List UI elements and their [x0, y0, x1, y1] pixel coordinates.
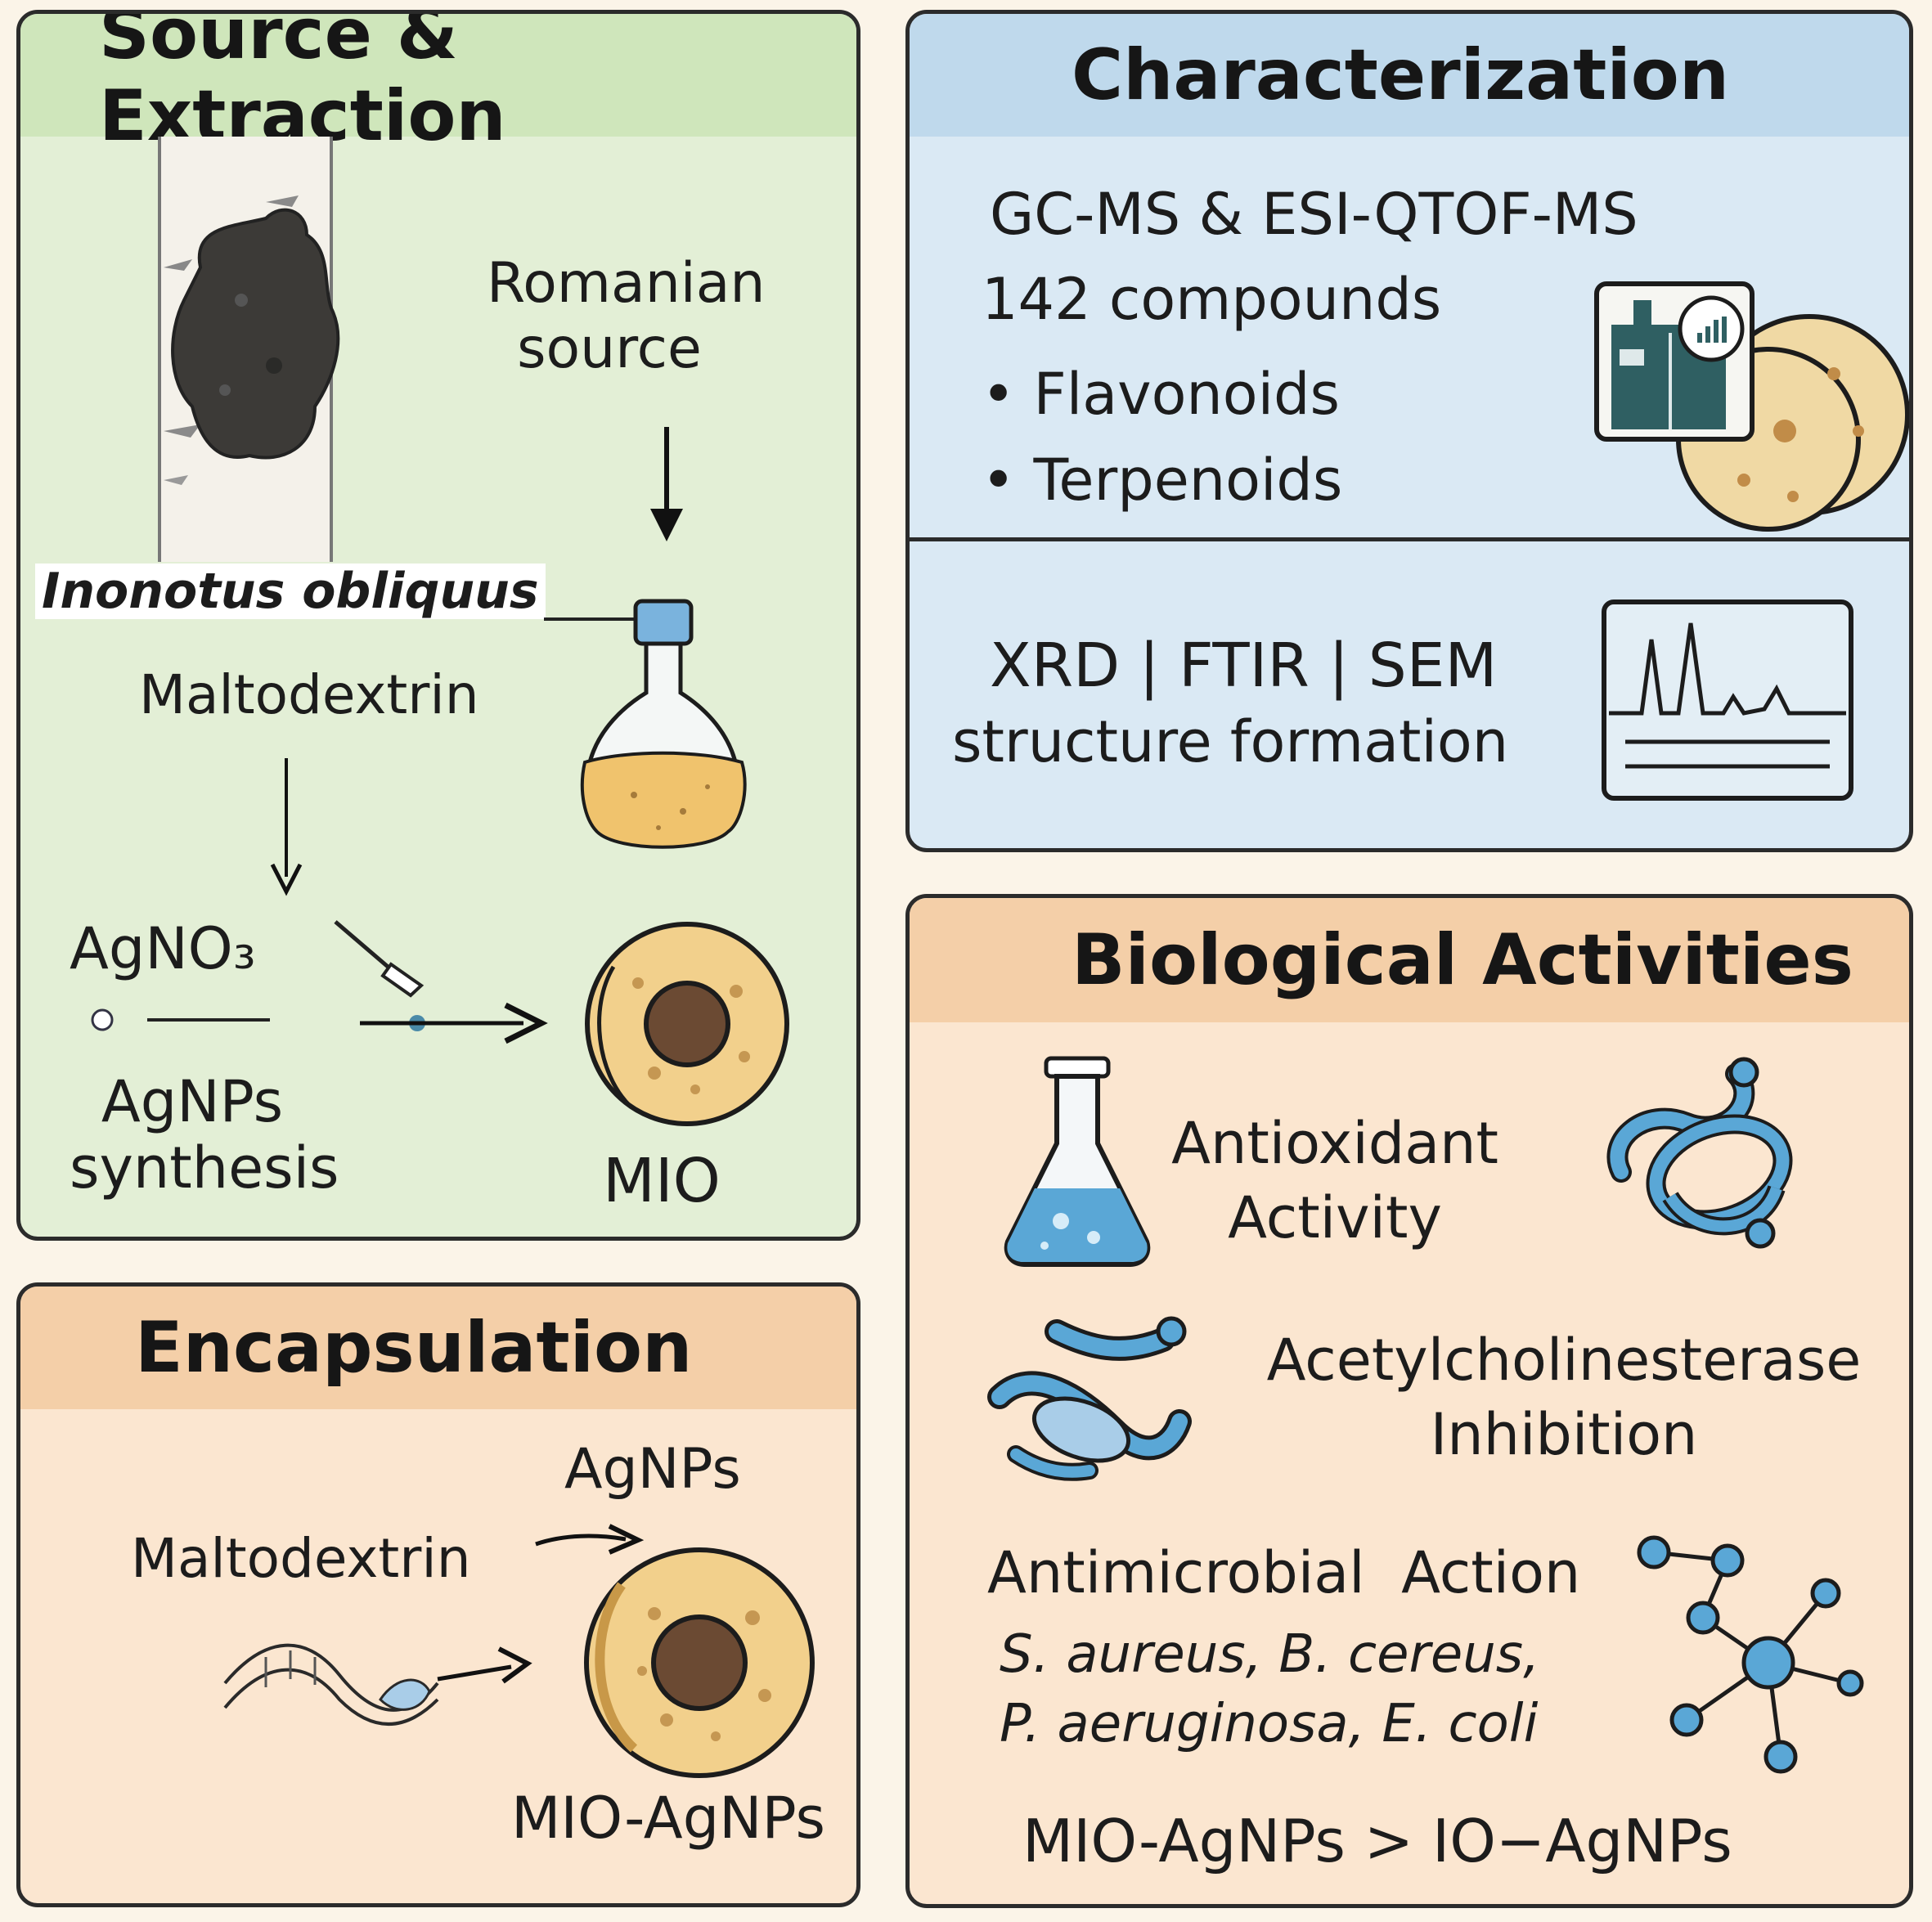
encapsulation-header: Encapsulation — [20, 1287, 856, 1409]
acetylcholinesterase-label: Acetylcholinesterase Inhibition — [1266, 1327, 1862, 1468]
characterization-panel: Characterization GC-MS & ESI-QTOF-MS 142… — [905, 10, 1913, 852]
mio-agnps-label: MIO-AgNPs — [511, 1785, 825, 1852]
agnps-synthesis-label: AgNPs synthesis — [70, 1068, 339, 1201]
encapsulation-panel: Encapsulation AgNPs Maltodextrin MIO-AgN… — [16, 1282, 860, 1907]
agnps-arrow — [535, 1524, 645, 1555]
method-label: GC-MS & ESI-QTOF-MS — [990, 181, 1638, 248]
characterization-divider — [910, 537, 1909, 541]
mio-agnps-particle-icon — [584, 1547, 815, 1778]
biological-activities-panel: Biological Activities Antioxidant Activi… — [905, 894, 1913, 1908]
encapsulation-maltodextrin-label: Maltodextrin — [131, 1527, 471, 1590]
source-extraction-header: Source & Extraction — [20, 14, 856, 157]
romanian-source-label: Romanian source — [487, 251, 766, 382]
mio-particle-icon — [585, 922, 789, 1126]
microbes-line-2: P. aeruginosa, E. coli — [1000, 1694, 1539, 1754]
mio-label: MIO — [603, 1146, 721, 1216]
encapsulation-agnps-label: AgNPs — [564, 1437, 741, 1502]
encapsulation-title: Encapsulation — [135, 1307, 693, 1389]
characterization-title: Characterization — [1072, 34, 1730, 116]
bullet-flavonoids: • Flavonoids — [982, 361, 1340, 428]
maltodextrin-label: Maltodextrin — [139, 663, 479, 726]
biological-activities-title: Biological Activities — [1072, 919, 1853, 1001]
enzyme-icon — [987, 1316, 1192, 1481]
dna-strand-icon — [223, 1643, 532, 1726]
techniques-label: XRD | FTIR | SEM — [990, 631, 1498, 701]
molecule-network-icon — [1637, 1535, 1864, 1774]
species-connector-line — [544, 617, 650, 621]
antioxidant-label: Antioxidant Activity — [1171, 1110, 1498, 1251]
species-label: Inonotus obliquus — [35, 564, 546, 619]
compounds-count: 142 compounds — [982, 266, 1442, 333]
biological-activities-header: Biological Activities — [910, 898, 1909, 1022]
mass-spec-instrument-icon — [1594, 281, 1909, 532]
protein-coil-icon — [1606, 1057, 1793, 1249]
characterization-header: Characterization — [910, 14, 1909, 137]
agno3-line — [91, 1008, 270, 1031]
structure-formation-label: structure formation — [952, 708, 1509, 775]
down-arrow-to-agnps — [270, 758, 303, 896]
antimicrobial-label: Antimicrobial Action — [987, 1539, 1581, 1606]
spectrum-chart-icon — [1602, 600, 1853, 801]
agno3-label: AgNO₃ — [70, 915, 256, 982]
comparison-label: MIO-AgNPs > IO−AgNPs — [1022, 1807, 1732, 1875]
source-extraction-title: Source & Extraction — [99, 10, 506, 157]
microbes-line-1: S. aureus, B. cereus, — [1000, 1624, 1540, 1685]
down-arrow-to-flask — [650, 427, 683, 541]
antioxidant-flask-icon — [1004, 1056, 1151, 1267]
source-extraction-panel: Source & Extraction Romanian source Inon… — [16, 10, 860, 1241]
pipette-arrow-icon — [334, 920, 548, 1044]
bullet-terpenoids: • Terpenoids — [982, 447, 1343, 514]
extract-flask-icon — [580, 599, 747, 849]
birch-chaga-illustration — [158, 137, 340, 562]
